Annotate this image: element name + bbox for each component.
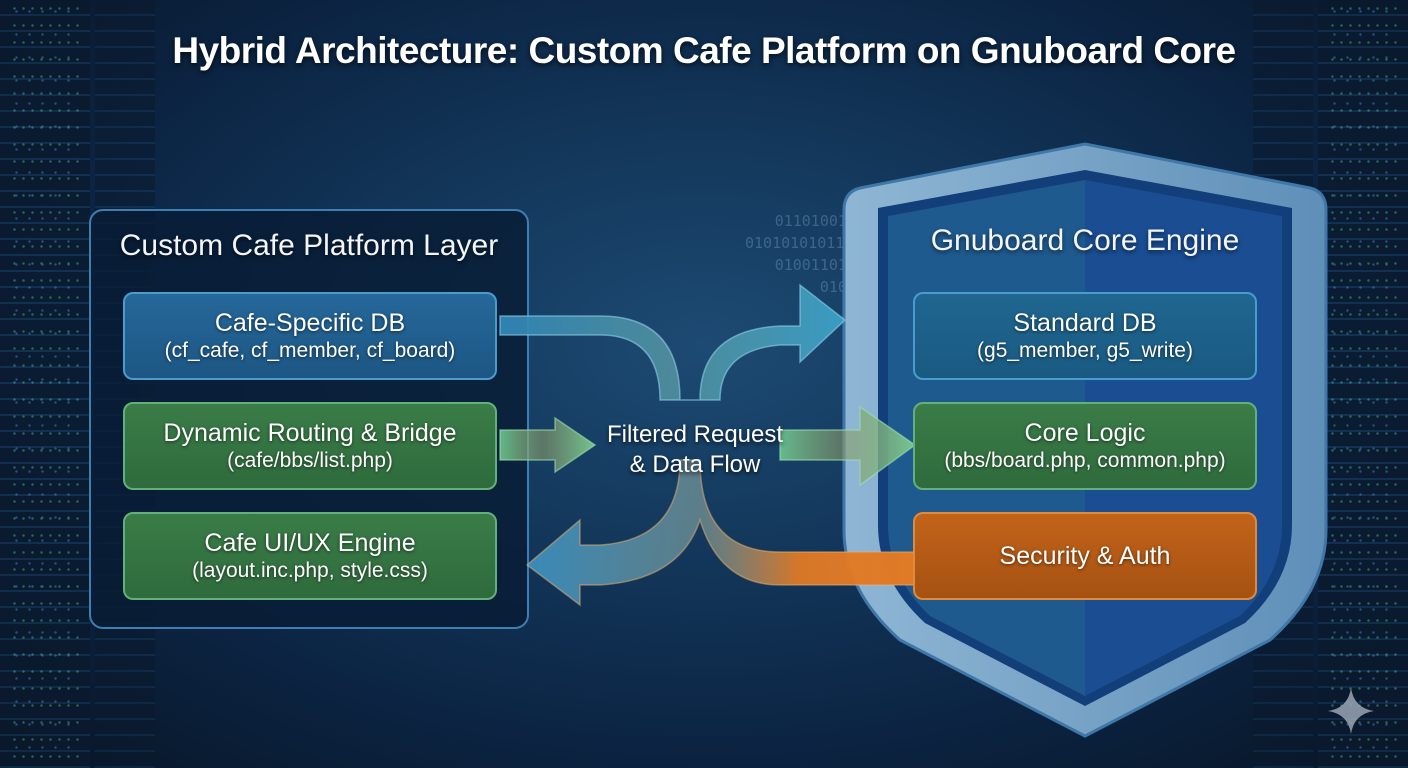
flow-label-line2: & Data Flow [629,451,761,478]
arrow-security-ui [525,459,916,607]
core-engine-title: Gnuboard Core Engine [930,224,1240,257]
component-name: Cafe-Specific DB [214,309,406,337]
standard-db-box: Standard DB (g5_member, g5_write) [913,292,1257,380]
component-detail: (cafe/bbs/list.php) [227,449,393,472]
flow-label: Filtered Request & Data Flow [590,420,800,480]
custom-layer-title: Custom Cafe Platform Layer [119,229,499,262]
arrow-routing-in [499,416,597,474]
component-detail: (bbs/board.php, common.php) [944,449,1226,472]
component-detail: (cf_cafe, cf_member, cf_board) [164,339,456,362]
core-logic-box: Core Logic (bbs/board.php, common.php) [913,402,1257,490]
security-auth-box: Security & Auth [913,512,1257,600]
component-name: Standard DB [1013,309,1157,337]
component-name: Core Logic [1024,419,1146,447]
server-rack [0,0,90,768]
dynamic-routing-box: Dynamic Routing & Bridge (cafe/bbs/list.… [123,402,497,490]
server-leds [1328,0,1398,768]
arrow-db-sync [499,283,847,401]
diagram-title: Hybrid Architecture: Custom Cafe Platfor… [172,30,1236,71]
component-name: Dynamic Routing & Bridge [163,419,457,447]
server-leds [10,0,80,768]
binary-line: 0110100101 [774,212,865,230]
binary-line: 0100110111 [774,256,865,274]
cafe-ui-engine-box: Cafe UI/UX Engine (layout.inc.php, style… [123,512,497,600]
arrow-core-logic [779,405,917,487]
sparkle-icon [1328,688,1374,734]
component-detail: (layout.inc.php, style.css) [192,559,428,582]
component-name: Cafe UI/UX Engine [204,529,416,557]
server-rack [1318,0,1408,768]
component-detail: (g5_member, g5_write) [977,339,1193,362]
component-name: Security & Auth [999,542,1171,570]
flow-label-line1: Filtered Request [606,421,784,448]
cafe-specific-db-box: Cafe-Specific DB (cf_cafe, cf_member, cf… [123,292,497,380]
